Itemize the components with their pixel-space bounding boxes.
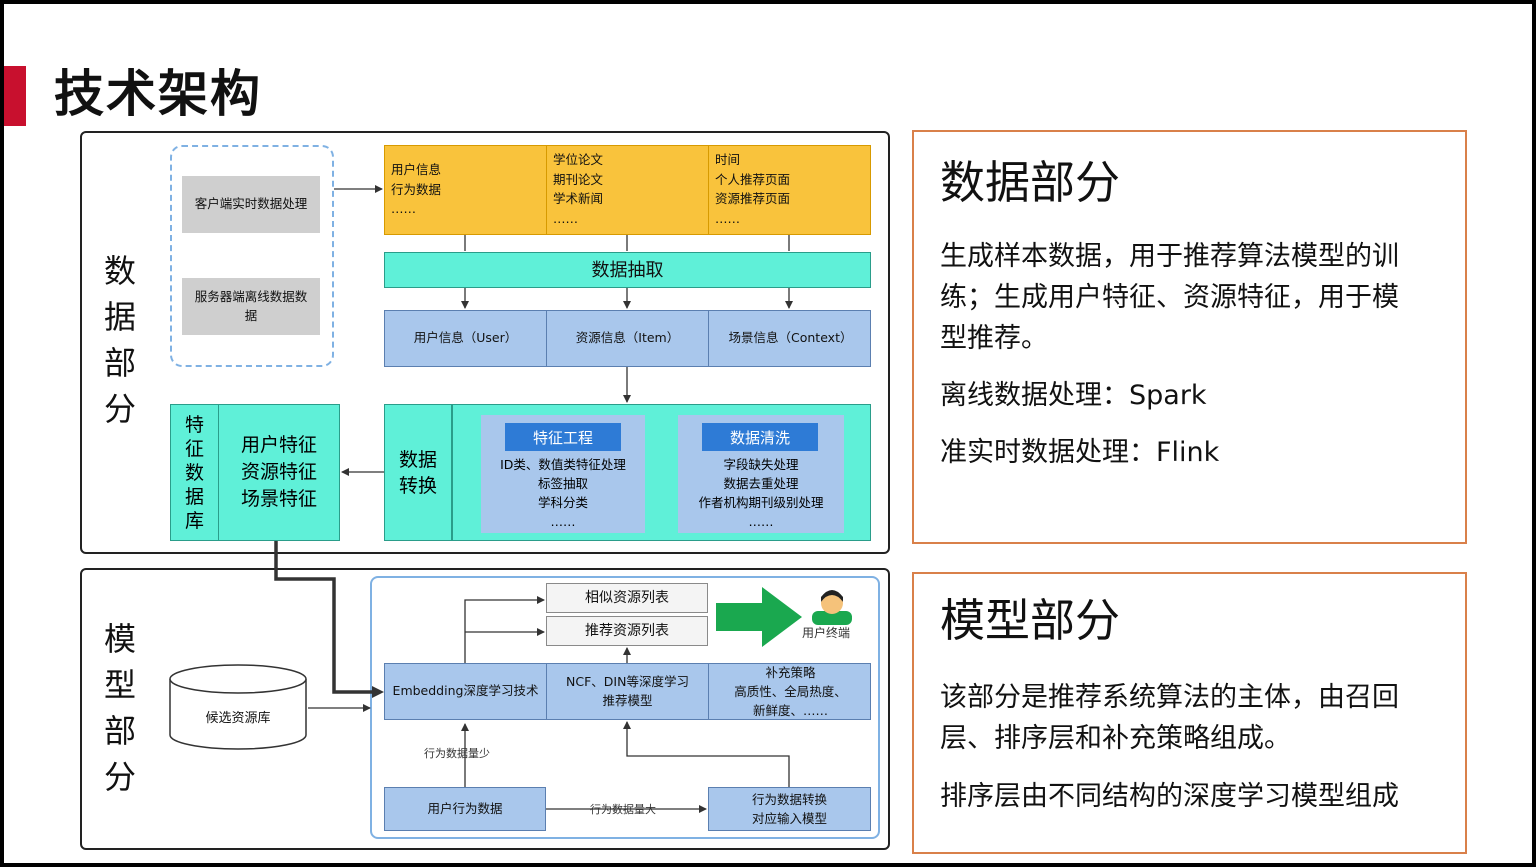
behavior-convert-box: 行为数据转换 对应输入模型 — [708, 787, 871, 831]
model-section-label: 模型 部分 — [103, 620, 136, 796]
candidate-db-cylinder — [169, 664, 307, 750]
data-sources-box: 用户信息 行为数据 …… 学位论文 期刊论文 学术新闻 …… 时间 个人推荐页面… — [384, 145, 871, 235]
collection-group — [170, 145, 334, 367]
data-transform-block: 数据 转换 特征工程 ID类、数值类特征处理 标签抽取 学科分类 …… 数据清洗… — [384, 404, 871, 541]
ncf-model-box: NCF、DIN等深度学习推荐模型 — [547, 664, 709, 719]
info-context: 场景信息（Context） — [728, 330, 853, 346]
page-title: 技术架构 — [54, 65, 262, 123]
offline-processing: 离线数据处理：Spark — [940, 380, 1207, 411]
model-row: Embedding深度学习技术 NCF、DIN等深度学习推荐模型 补充策略 高质… — [384, 663, 871, 720]
candidate-db-label: 候选资源库 — [205, 711, 271, 727]
data-panel-description: 生成样本数据，用于推荐算法模型的训 练；生成用户特征、资源特征，用于模 型推荐。 — [940, 241, 1399, 354]
embedding-box: Embedding深度学习技术 — [385, 664, 547, 719]
feature-engineering-lines: ID类、数值类特征处理 标签抽取 学科分类 …… — [500, 457, 626, 529]
server-offline-box: 服务器端离线数据数据 — [182, 278, 320, 335]
feature-engineering-tag: 特征工程 — [505, 423, 621, 451]
info-user: 用户信息（User） — [385, 311, 547, 366]
recommend-resource-list: 推荐资源列表 — [546, 616, 708, 646]
user-terminal-label: 用户终端 — [802, 626, 851, 640]
data-cleaning-lines: 字段缺失处理 数据去重处理 作者机构期刊级别处理 …… — [698, 457, 824, 529]
model-panel-title: 模型部分 — [940, 594, 1121, 647]
title-accent-bar — [4, 66, 26, 126]
feature-engineering-box: 特征工程 ID类、数值类特征处理 标签抽取 学科分类 …… — [481, 415, 645, 533]
info-boxes: 用户信息（User） 资源信息（Item） 场景信息（Context） — [384, 310, 871, 367]
data-panel-title: 数据部分 — [940, 156, 1121, 209]
info-item: 资源信息（Item） — [547, 311, 709, 366]
behavior-large-label: 行为数据量大 — [588, 801, 658, 817]
realtime-processing: 准实时数据处理：Flink — [940, 437, 1220, 468]
data-panel: 数据部分 生成样本数据，用于推荐算法模型的训 练；生成用户特征、资源特征，用于模… — [912, 130, 1467, 544]
output-arrow-icon — [716, 587, 802, 647]
feature-database: 特征 数据 库 用户特征 资源特征 场景特征 — [170, 404, 340, 541]
data-section-label: 数据 部分 — [103, 252, 136, 428]
supplement-strategy-box: 补充策略 高质性、全局热度、 新鲜度、…… — [734, 665, 847, 718]
model-panel: 模型部分 该部分是推荐系统算法的主体，由召回 层、排序层和补充策略组成。 排序层… — [912, 572, 1467, 854]
ranking-layer-text: 排序层由不同结构的深度学习模型组成 — [940, 781, 1399, 812]
similar-resource-list: 相似资源列表 — [546, 583, 708, 613]
behavior-small-label: 行为数据量少 — [424, 747, 490, 760]
source-user: 用户信息 行为数据 …… — [385, 146, 547, 234]
source-context: 时间 个人推荐页面 资源推荐页面 …… — [715, 152, 791, 226]
client-realtime-box: 客户端实时数据处理 — [182, 176, 320, 233]
transform-label: 数据 转换 — [385, 405, 453, 540]
data-cleaning-tag: 数据清洗 — [702, 423, 818, 451]
user-behavior-box: 用户行为数据 — [384, 787, 546, 831]
model-panel-description: 该部分是推荐系统算法的主体，由召回 层、排序层和补充策略组成。 — [940, 682, 1399, 754]
source-literature: 学位论文 期刊论文 学术新闻 …… — [547, 146, 709, 234]
feature-db-label: 特征 数据 库 — [171, 405, 219, 540]
data-extract-bar: 数据抽取 — [384, 252, 871, 288]
model-inner-group — [370, 576, 880, 839]
slide: 技术架构 数据 部分 客户端实时数据处理 服务器端离线数据数据 用户信息 行为数… — [4, 4, 1532, 863]
user-terminal-icon — [812, 590, 852, 625]
feature-list: 用户特征 资源特征 场景特征 — [240, 434, 317, 510]
data-cleaning-box: 数据清洗 字段缺失处理 数据去重处理 作者机构期刊级别处理 …… — [678, 415, 844, 533]
